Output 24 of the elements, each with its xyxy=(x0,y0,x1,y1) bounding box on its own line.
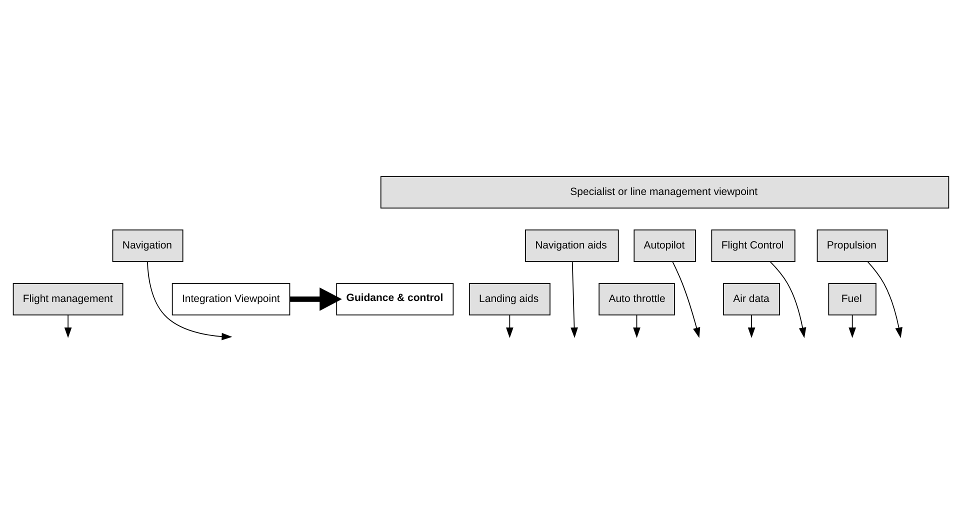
arrow xyxy=(848,314,856,338)
arrow xyxy=(147,260,232,340)
arrow xyxy=(867,260,902,338)
node-box: Guidance & control xyxy=(336,282,454,315)
node-box: Fuel xyxy=(828,282,876,315)
arrow xyxy=(633,314,640,338)
arrow xyxy=(290,286,342,310)
arrow xyxy=(748,314,756,338)
arrow xyxy=(672,260,700,338)
arrow xyxy=(770,260,806,338)
node-box: Propulsion xyxy=(816,229,888,262)
arrow xyxy=(64,314,72,338)
arrow xyxy=(570,260,578,338)
node-box: Flight management xyxy=(12,282,124,315)
node-box: Auto throttle xyxy=(598,282,675,315)
node-box: Integration Viewpoint xyxy=(172,282,290,315)
node-box: Landing aids xyxy=(468,282,550,315)
node-box: Flight Control xyxy=(711,229,796,262)
node-box: Air data xyxy=(723,282,780,315)
arrow xyxy=(506,314,514,338)
node-box: Autopilot xyxy=(634,229,696,262)
node-box: Navigation xyxy=(112,229,184,262)
node-box: Specialist or line management viewpoint xyxy=(380,176,950,208)
node-box: Navigation aids xyxy=(525,229,619,262)
